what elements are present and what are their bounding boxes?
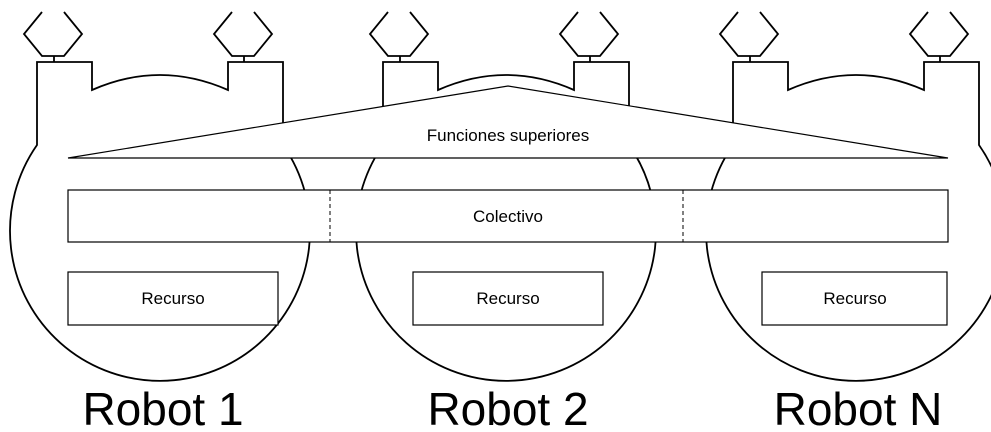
gripper-icon xyxy=(718,11,780,62)
resource-label-1: Recurso xyxy=(141,289,204,308)
resource-label-2: Recurso xyxy=(476,289,539,308)
resource-box-2 xyxy=(412,271,604,326)
collective-layer xyxy=(67,189,949,243)
robot-name-1: Robot 1 xyxy=(82,383,243,432)
gripper-icon xyxy=(558,11,620,62)
resource-label-3: Recurso xyxy=(823,289,886,308)
gripper-icon xyxy=(908,11,970,62)
collective-label: Colectivo xyxy=(473,207,543,226)
resource-box-3 xyxy=(761,271,948,326)
resource-box-1 xyxy=(67,271,279,326)
higher-functions-label: Funciones superiores xyxy=(427,126,590,145)
gripper-icon xyxy=(22,11,84,62)
gripper-icon xyxy=(368,11,430,62)
gripper-icon xyxy=(212,11,274,62)
robot-name-3: Robot N xyxy=(774,383,943,432)
higher-functions-layer xyxy=(67,85,949,159)
robot-name-2: Robot 2 xyxy=(427,383,588,432)
